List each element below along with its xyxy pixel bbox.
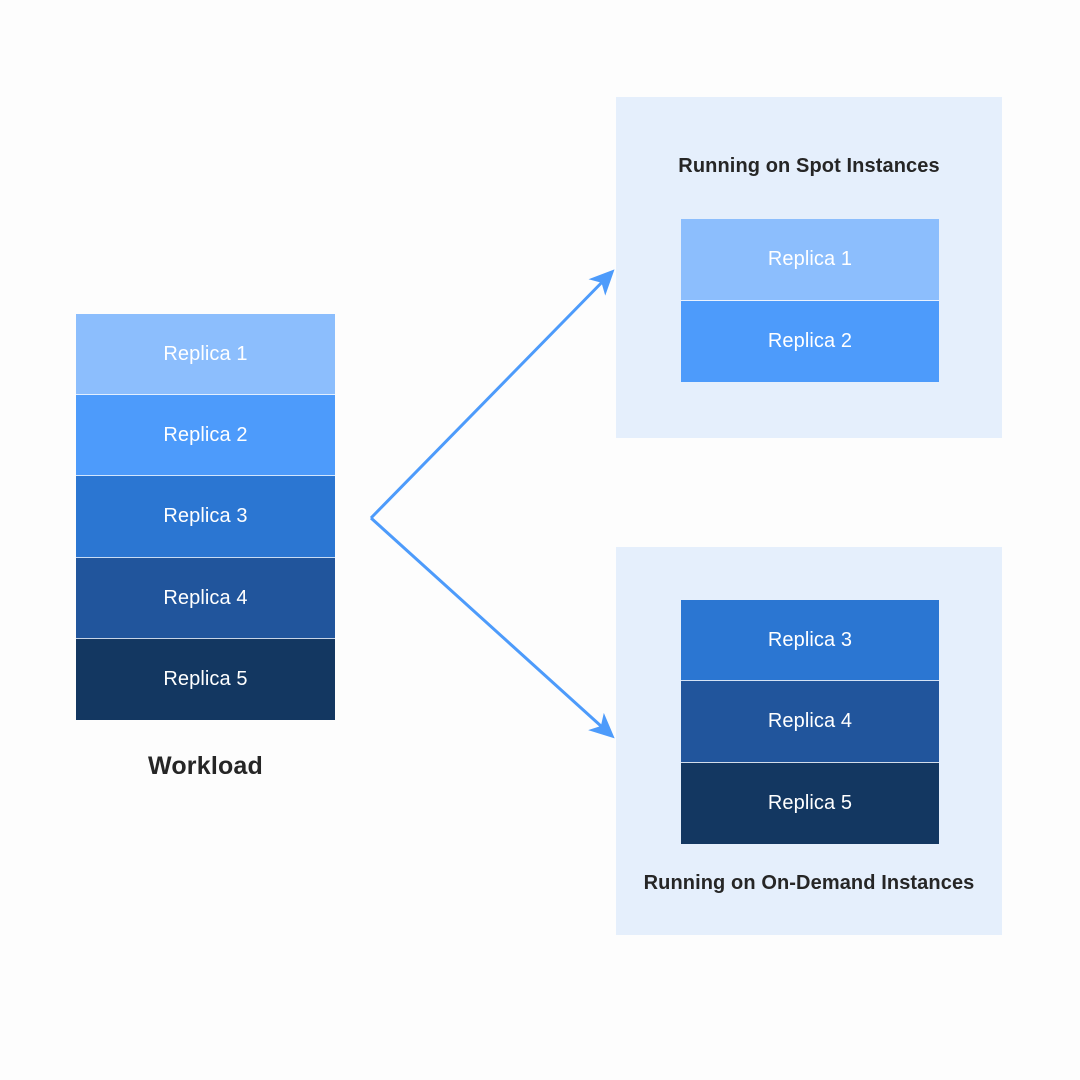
on-demand-replica-4-label: Replica 4 bbox=[767, 710, 853, 733]
on-demand-replica-5: Replica 5 bbox=[681, 762, 939, 844]
workload-replica-2: Replica 2 bbox=[76, 395, 335, 477]
workload-replica-2-label: Replica 2 bbox=[163, 424, 248, 447]
workload-replica-5: Replica 5 bbox=[76, 638, 335, 720]
spot-replica-1: Replica 1 bbox=[681, 219, 939, 301]
on-demand-replica-stack: Replica 3 Replica 4 Replica 5 bbox=[681, 600, 939, 844]
workload-replica-3-label: Replica 3 bbox=[163, 505, 248, 528]
workload-replica-4-label: Replica 4 bbox=[163, 586, 248, 609]
workload-replica-5-label: Replica 5 bbox=[163, 668, 248, 691]
workload-stack: Replica 1 Replica 2 Replica 3 Replica 4 … bbox=[76, 314, 335, 720]
workload-replica-1: Replica 1 bbox=[76, 314, 335, 396]
on-demand-replica-3: Replica 3 bbox=[681, 600, 939, 682]
connector-workload-to-spot bbox=[369, 269, 615, 520]
workload-replica-1-label: Replica 1 bbox=[163, 343, 248, 366]
spot-replica-stack: Replica 1 Replica 2 bbox=[681, 219, 939, 382]
on-demand-replica-4: Replica 4 bbox=[681, 681, 939, 763]
workload-replica-4: Replica 4 bbox=[76, 557, 335, 639]
panel-on-demand-instances-title: Running on On-Demand Instances bbox=[643, 872, 975, 894]
spot-replica-1-label: Replica 1 bbox=[767, 248, 853, 271]
on-demand-replica-3-label: Replica 3 bbox=[767, 629, 853, 652]
workload-replica-3: Replica 3 bbox=[76, 476, 335, 558]
on-demand-replica-5-label: Replica 5 bbox=[767, 792, 853, 815]
spot-replica-2: Replica 2 bbox=[681, 300, 939, 382]
spot-replica-2-label: Replica 2 bbox=[767, 330, 853, 353]
workload-caption: Workload bbox=[147, 752, 264, 780]
panel-spot-instances-title: Running on Spot Instances bbox=[678, 155, 940, 177]
connector-workload-to-ondemand bbox=[369, 516, 615, 739]
